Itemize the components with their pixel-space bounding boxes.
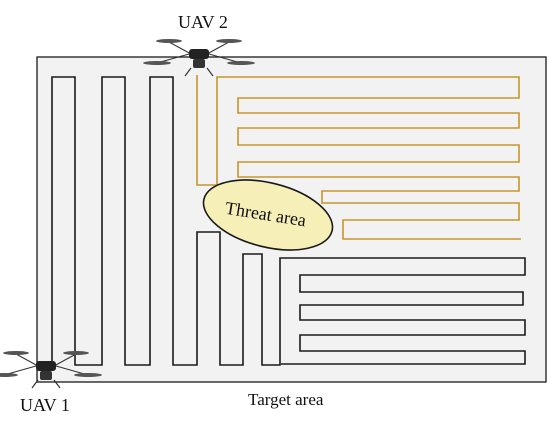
uav1-label: UAV 1 (20, 395, 70, 415)
uav2-label: UAV 2 (178, 12, 228, 32)
target-area-label: Target area (248, 390, 324, 409)
uav1-coverage-path (51, 76, 526, 366)
threat-area (202, 179, 334, 251)
uav2-coverage-path (196, 75, 521, 240)
uav1-drone-icon (0, 351, 102, 389)
uav2-drone-icon (143, 39, 255, 77)
